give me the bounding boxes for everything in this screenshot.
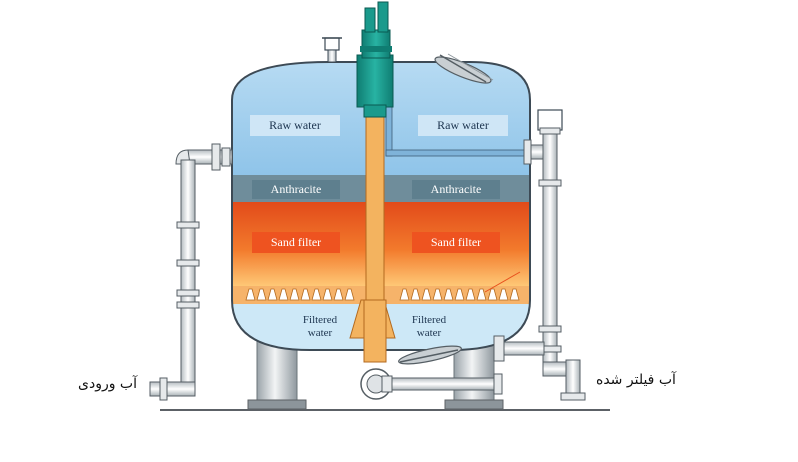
nozzle bbox=[300, 288, 311, 301]
nozzle bbox=[410, 288, 421, 301]
anthracite-label-right: Anthracite bbox=[412, 180, 500, 199]
bottom-drain-piping bbox=[360, 368, 503, 400]
nozzle bbox=[454, 288, 465, 301]
nozzle bbox=[289, 288, 300, 301]
filtered-water-outlet-label: آب فیلتر شده bbox=[596, 372, 676, 388]
filtered-water-line1: Filtered bbox=[411, 314, 447, 326]
nozzle bbox=[267, 288, 278, 301]
nozzle bbox=[443, 288, 454, 301]
filtered-water-label-left: Filtered water bbox=[285, 314, 355, 340]
filtered-water-line2: water bbox=[307, 327, 333, 339]
nozzle bbox=[245, 288, 256, 301]
central-pipe bbox=[349, 1, 396, 363]
nozzle bbox=[509, 288, 520, 301]
anthracite-label-left: Anthracite bbox=[252, 180, 340, 199]
nozzle bbox=[344, 288, 355, 301]
nozzle bbox=[498, 288, 509, 301]
sand-filter-label-left: Sand filter bbox=[252, 232, 340, 253]
nozzle bbox=[487, 288, 498, 301]
nozzle bbox=[432, 288, 443, 301]
nozzle bbox=[476, 288, 487, 301]
filtered-water-label-right: Filtered water bbox=[394, 314, 464, 340]
tank-shell bbox=[231, 61, 531, 351]
nozzle bbox=[333, 288, 344, 301]
filtered-water-line1: Filtered bbox=[302, 314, 338, 326]
sand-filter-label-right: Sand filter bbox=[412, 232, 500, 253]
nozzle bbox=[311, 288, 322, 301]
filtered-water-line2: water bbox=[416, 327, 442, 339]
leader-line bbox=[484, 271, 521, 293]
nozzle bbox=[421, 288, 432, 301]
nozzle bbox=[465, 288, 476, 301]
raw-water-label-left: Raw water bbox=[250, 115, 340, 136]
inlet-piping bbox=[149, 143, 233, 401]
top-manhole bbox=[434, 53, 494, 84]
side-manhole bbox=[398, 345, 462, 365]
inlet-water-label: آب ورودی bbox=[78, 376, 137, 392]
raw-water-label-right: Raw water bbox=[418, 115, 508, 136]
nozzle-row bbox=[245, 288, 520, 301]
outlet-piping bbox=[493, 109, 586, 401]
top-vent-valve bbox=[322, 37, 342, 63]
nozzle bbox=[399, 288, 410, 301]
nozzle bbox=[256, 288, 267, 301]
nozzle bbox=[322, 288, 333, 301]
nozzle bbox=[278, 288, 289, 301]
